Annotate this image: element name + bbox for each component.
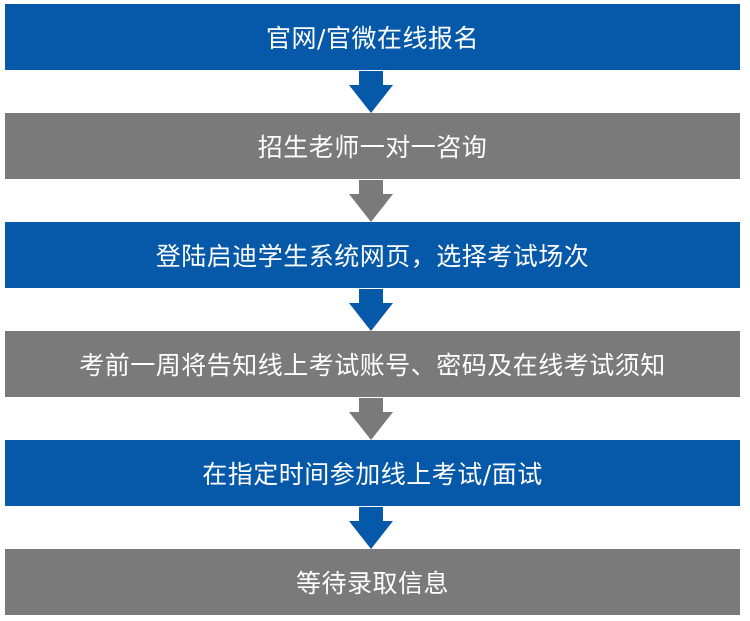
step-6-await-admission: 等待录取信息 [5, 549, 740, 615]
step-1-online-registration: 官网/官微在线报名 [5, 4, 740, 70]
step-4-account-notice: 考前一周将告知线上考试账号、密码及在线考试须知 [5, 331, 740, 397]
step-3-label: 登陆启迪学生系统网页，选择考试场次 [155, 242, 590, 271]
step-1-label: 官网/官微在线报名 [266, 24, 479, 53]
step-4-label: 考前一周将告知线上考试账号、密码及在线考试须知 [79, 351, 666, 380]
step-2-label: 招生老师一对一咨询 [257, 133, 488, 162]
step-3-select-exam-session: 登陆启迪学生系统网页，选择考试场次 [5, 222, 740, 288]
step-6-label: 等待录取信息 [295, 569, 449, 598]
down-arrow-icon [349, 289, 393, 331]
down-arrow-icon [349, 398, 393, 440]
down-arrow-icon [349, 180, 393, 222]
step-5-label: 在指定时间参加线上考试/面试 [202, 460, 543, 489]
step-5-take-exam: 在指定时间参加线上考试/面试 [5, 440, 740, 506]
down-arrow-icon [349, 71, 393, 113]
step-2-consultation: 招生老师一对一咨询 [5, 113, 740, 179]
down-arrow-icon [349, 507, 393, 549]
